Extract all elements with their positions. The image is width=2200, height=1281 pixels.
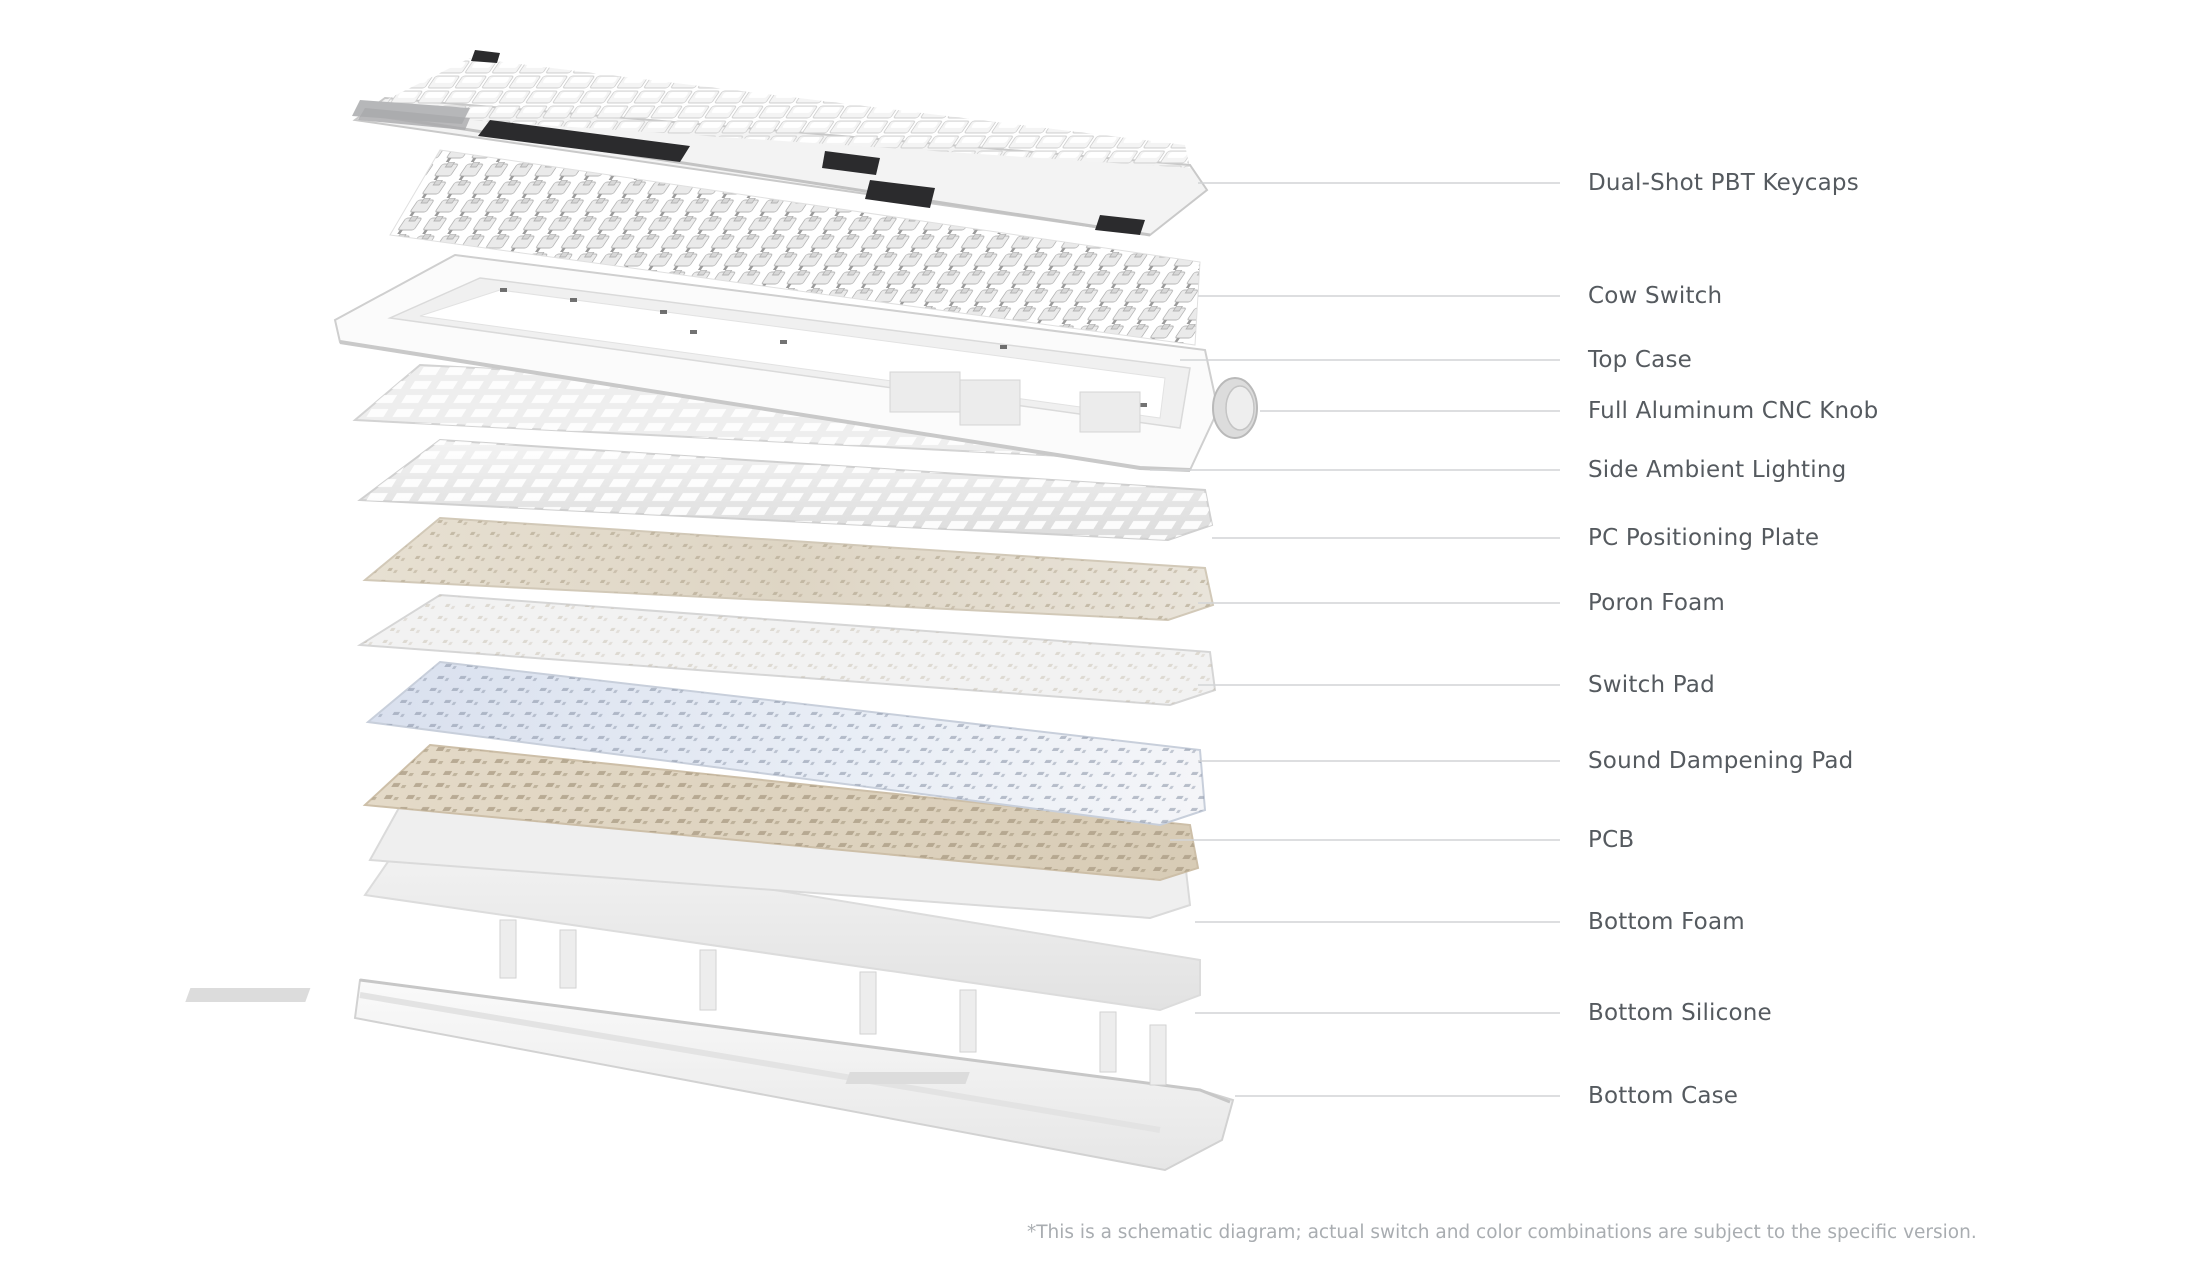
top-case-part bbox=[333, 253, 1220, 472]
label-bottom-silicone: Bottom Silicone bbox=[1588, 1000, 1772, 1026]
label-pcb: PCB bbox=[1588, 827, 1635, 853]
label-knob: Full Aluminum CNC Knob bbox=[1588, 398, 1879, 424]
sound-dampening-pad-part bbox=[365, 660, 1207, 827]
bottom-case-part bbox=[185, 978, 1235, 1172]
label-top-case: Top Case bbox=[1588, 347, 1693, 373]
label-switch-pad: Switch Pad bbox=[1588, 672, 1715, 698]
label-switch: Cow Switch bbox=[1588, 283, 1723, 309]
label-ambient-lighting: Side Ambient Lighting bbox=[1588, 457, 1847, 483]
footnote: *This is a schematic diagram; actual swi… bbox=[1027, 1222, 1977, 1243]
label-keycaps: Dual-Shot PBT Keycaps bbox=[1588, 170, 1859, 196]
label-bottom-case: Bottom Case bbox=[1588, 1083, 1739, 1109]
label-pc-plate: PC Positioning Plate bbox=[1588, 525, 1820, 551]
label-bottom-foam: Bottom Foam bbox=[1588, 909, 1745, 935]
switch-pad-part bbox=[356, 593, 1217, 707]
label-sound-pad: Sound Dampening Pad bbox=[1588, 748, 1854, 774]
pc-positioning-plate-part bbox=[357, 438, 1214, 542]
poron-foam-part bbox=[362, 516, 1215, 622]
label-poron-foam: Poron Foam bbox=[1588, 590, 1726, 616]
cow-switches-part bbox=[389, 149, 1201, 346]
keycaps-part bbox=[352, 50, 1209, 237]
aluminum-knob-part bbox=[1212, 377, 1258, 439]
leader-lines bbox=[1150, 182, 1560, 1097]
